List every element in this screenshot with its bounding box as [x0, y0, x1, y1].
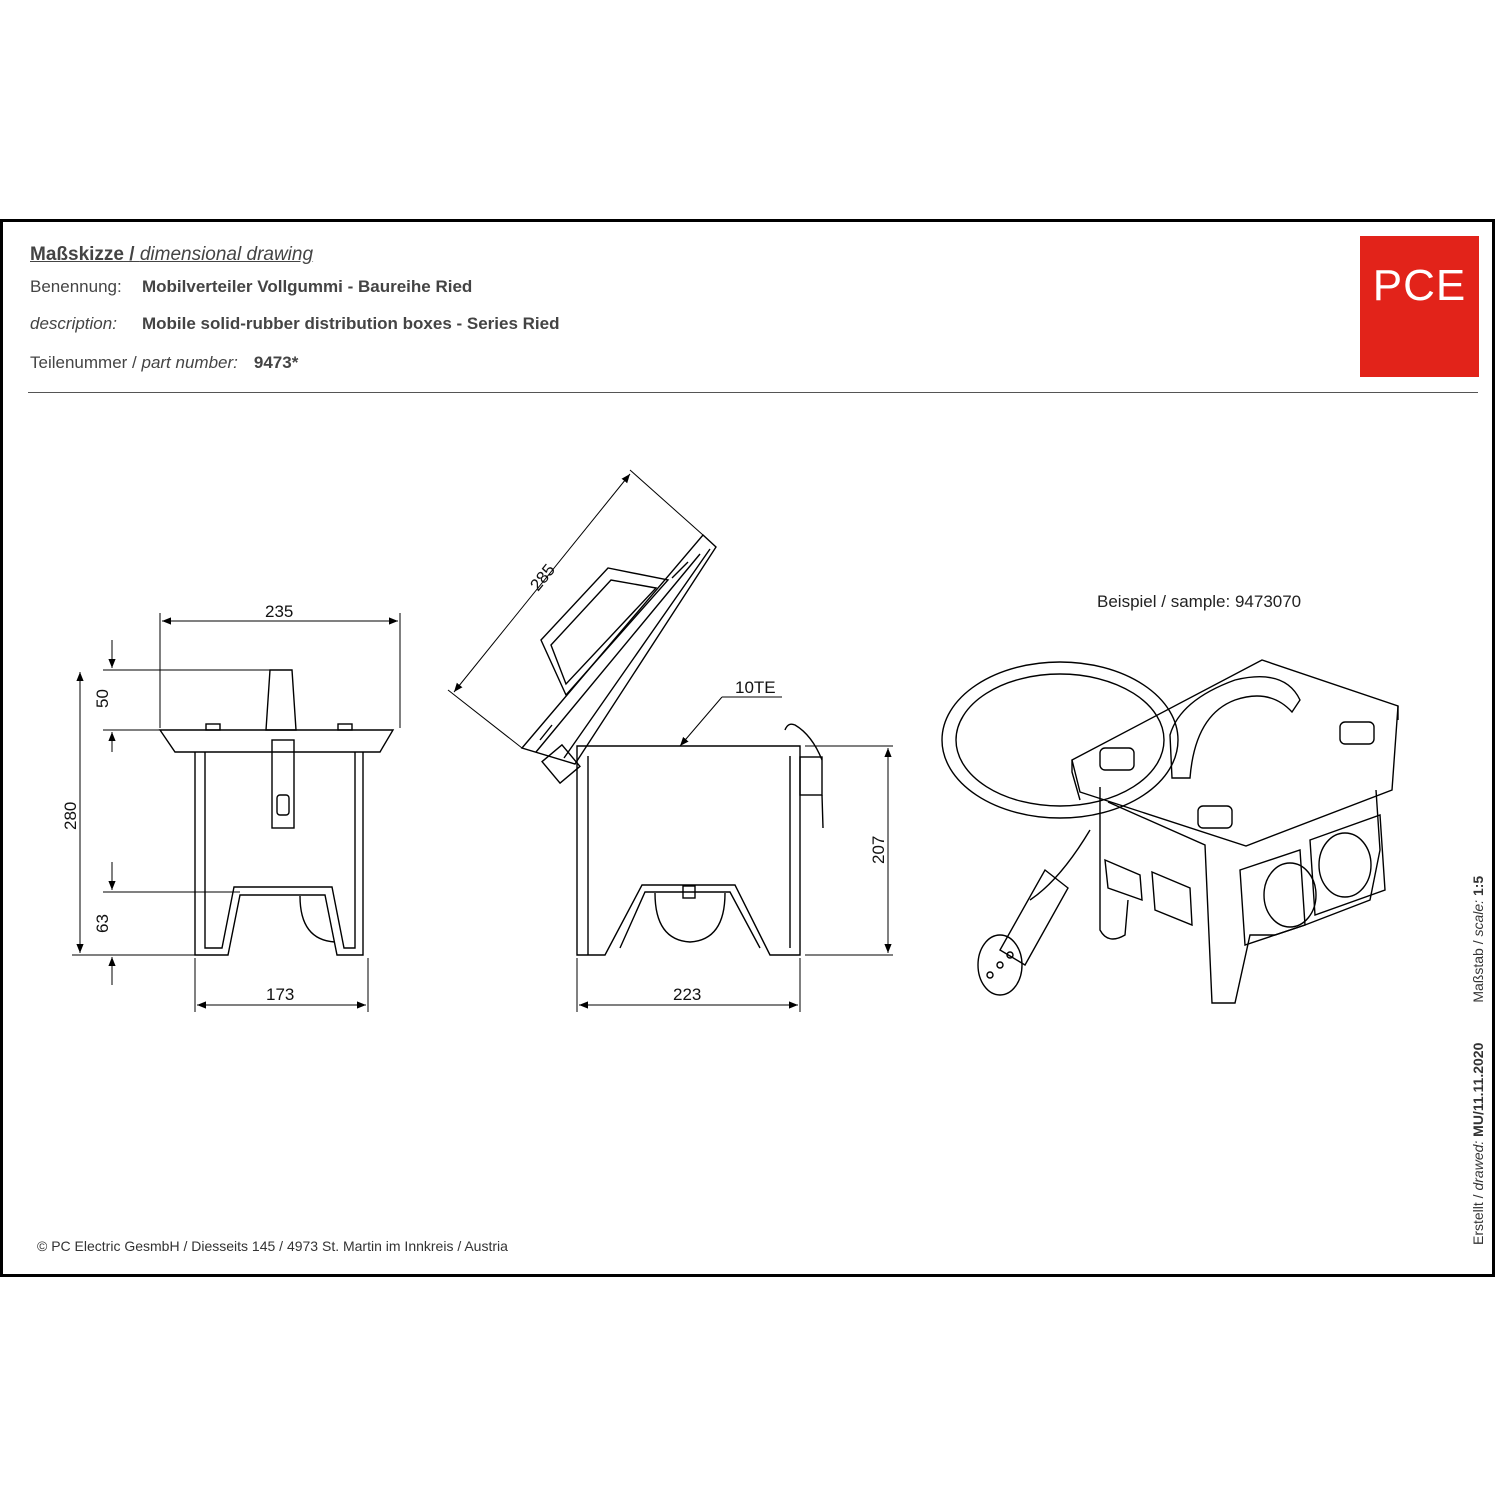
- part-number-row: Teilenummer / part number:9473*: [30, 353, 299, 372]
- side-view: [520, 533, 824, 956]
- dimension-labels: 235 50 280 63 173 285 10TE 207 223: [61, 561, 888, 1004]
- dim-285: 285: [526, 561, 559, 595]
- sample-label: Beispiel / sample: 9473070: [1097, 592, 1302, 611]
- dim-63: 63: [93, 914, 112, 933]
- dim-280: 280: [61, 802, 80, 830]
- drawing-frame: [0, 219, 1495, 1277]
- created-scale-info: Erstellt / drawed: MU/11.11.2020Maßstab …: [1470, 875, 1486, 1245]
- drawing-title: Maßskizze / dimensional drawing: [30, 244, 314, 265]
- dim-207: 207: [869, 836, 888, 864]
- pce-logo: PCE: [1360, 236, 1479, 377]
- dim-50: 50: [93, 689, 112, 708]
- header-divider: [28, 392, 1478, 393]
- description-row: description:Mobile solid-rubber distribu…: [30, 314, 560, 333]
- dim-223: 223: [673, 985, 701, 1004]
- dim-173: 173: [266, 985, 294, 1004]
- dim-10te: 10TE: [735, 678, 776, 697]
- front-view: [158, 669, 395, 956]
- sample-isometric-view: [941, 659, 1399, 1004]
- dim-235: 235: [265, 602, 293, 621]
- name-row: Benennung:Mobilverteiler Vollgummi - Bau…: [30, 277, 473, 296]
- dimension-lines: [72, 469, 893, 1012]
- copyright-footer: © PC Electric GesmbH / Diesseits 145 / 4…: [37, 1238, 508, 1254]
